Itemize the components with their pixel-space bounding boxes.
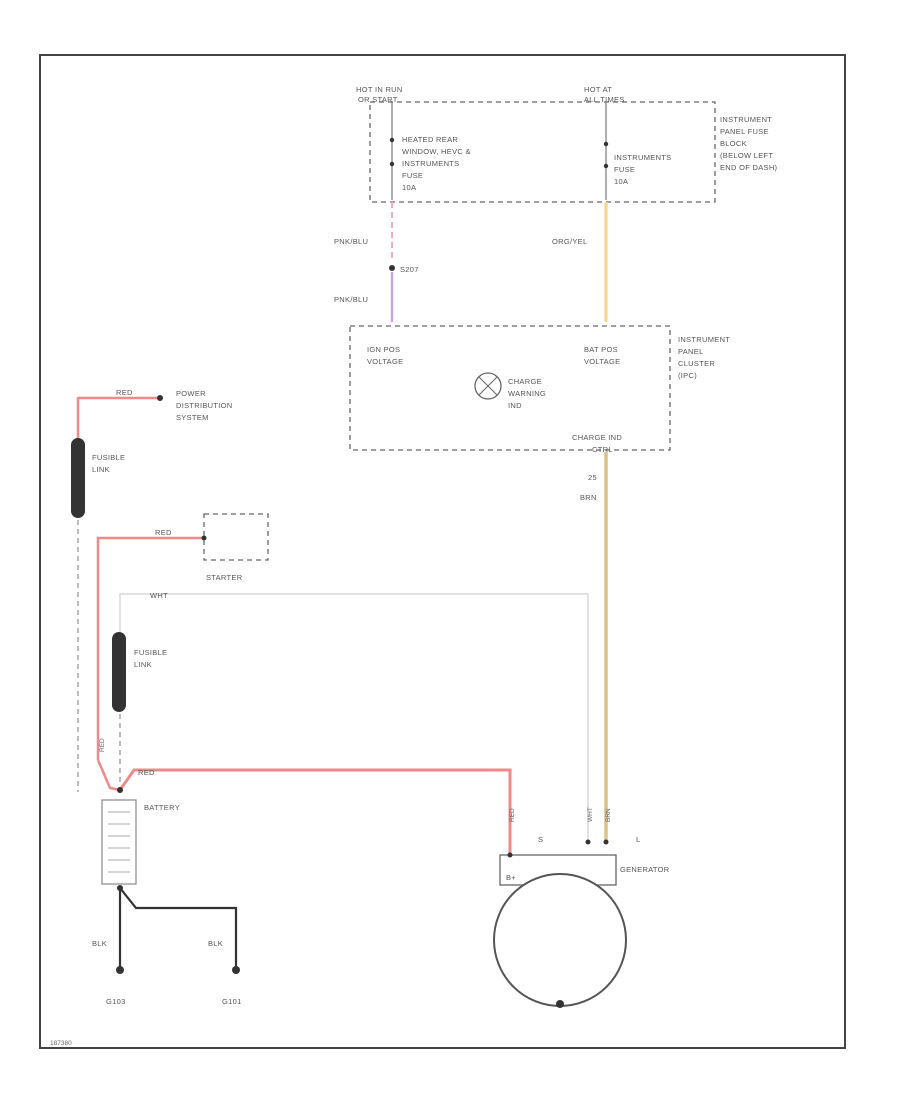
battery-positive-node [117, 787, 123, 793]
bat-pos-voltage-label: BAT POS VOLTAGE [584, 345, 620, 366]
wht-wire [119, 593, 589, 840]
fuse-1-top-node [389, 137, 395, 143]
terminal-s-node [585, 839, 591, 845]
fusible-link-2 [112, 632, 126, 712]
red-wire-to-power-dist [76, 396, 160, 440]
fuse-block-label: INSTRUMENT PANEL FUSE BLOCK (BELOW LEFT … [720, 115, 778, 172]
wire-red-3-label: RED [99, 738, 106, 752]
starter-label: STARTER [206, 573, 243, 582]
diagram-frame [39, 54, 846, 1049]
ign-pos-voltage-label: IGN POS VOLTAGE [367, 345, 403, 366]
ground-2-label: G101 [222, 997, 242, 1006]
wire-pnk-blu-bottom-label: PNK/BLU [334, 295, 368, 304]
blk-wire-2 [119, 887, 238, 968]
wire-pnk-blu-top-label: PNK/BLU [334, 237, 368, 246]
fusible-link-2-label: FUSIBLE LINK [134, 648, 170, 669]
fuse-2-bottom-node [603, 163, 609, 169]
starter-node [201, 535, 207, 541]
starter-outline [203, 513, 269, 561]
ipc-label: INSTRUMENT PANEL CLUSTER (IPC) [678, 335, 732, 380]
fuse-heated-label: HEATED REAR WINDOW, HEVC & INSTRUMENTS F… [402, 135, 473, 192]
fuse-2-top-node [603, 141, 609, 147]
terminal-bplus-node [507, 852, 513, 858]
wire-brn-label: BRN [580, 493, 597, 502]
fuse-instruments-label: INSTRUMENTS FUSE 10A [614, 153, 674, 186]
battery [101, 799, 137, 885]
hot-at-all-times-label: HOT AT ALL TIMES [584, 85, 625, 104]
wire-brn-v-label: BRN [605, 808, 612, 822]
splice-s207-node [389, 265, 395, 271]
wire-red-4-label: RED [138, 768, 155, 777]
fuse-block-outline [369, 101, 716, 203]
power-dist-node [157, 395, 163, 401]
wire-wht-v-label: WHT [587, 807, 594, 822]
red-wire-to-battery [96, 759, 121, 792]
ipc-outline [349, 325, 671, 451]
wire-org-yel-label: ORG/YEL [552, 237, 587, 246]
fusible-link-1 [71, 438, 85, 518]
generator-label: GENERATOR [620, 865, 670, 874]
terminal-l-node [603, 839, 609, 845]
battery-label: BATTERY [144, 803, 180, 812]
red-wire-to-starter [96, 536, 204, 760]
wire-red-1-label: RED [116, 388, 133, 397]
fusible-link-1-label: FUSIBLE LINK [92, 453, 128, 474]
figure-id: 187380 [50, 1040, 72, 1047]
wire-blk-1-label: BLK [92, 939, 107, 948]
terminal-l-label: L [636, 835, 640, 844]
charge-ind-ctrl-label: CHARGE IND CTRL [572, 433, 624, 454]
fuse-1-bottom-node [389, 161, 395, 167]
wire-red-5-label: RED [509, 808, 516, 822]
wire-circuit-label: 25 [588, 473, 597, 482]
ground-g101-icon [232, 966, 240, 974]
power-dist-label: POWER DISTRIBUTION SYSTEM [176, 389, 235, 422]
hot-in-run-label: HOT IN RUN OR START [356, 85, 405, 104]
generator-ground-node [556, 1000, 564, 1008]
splice-label: S207 [400, 265, 419, 274]
charge-warning-label: CHARGE WARNING IND [508, 377, 548, 410]
terminal-s-label: S [538, 835, 543, 844]
red-wire-to-generator [118, 768, 512, 855]
wire-red-2-label: RED [155, 528, 172, 537]
ground-1-label: G103 [106, 997, 126, 1006]
lamp-filament-2 [478, 376, 498, 396]
generator-body [493, 873, 627, 1007]
charge-warning-lamp-icon [474, 372, 502, 400]
terminal-bplus-label: B+ [506, 873, 516, 882]
ground-g103-icon [116, 966, 124, 974]
wire-blk-2-label: BLK [208, 939, 223, 948]
wire-wht-label: WHT [150, 591, 168, 600]
